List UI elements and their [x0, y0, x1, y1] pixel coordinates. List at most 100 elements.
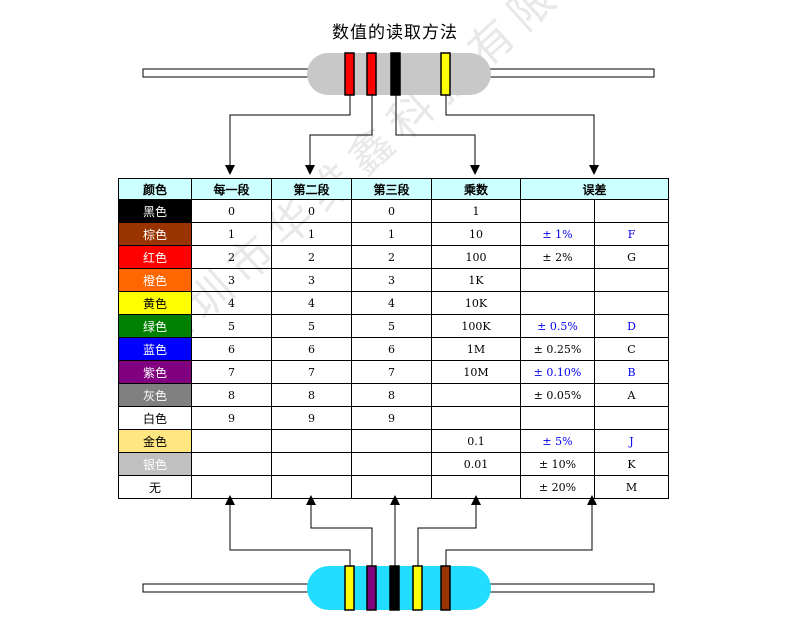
tolerance-cell: ± 5%: [520, 429, 595, 453]
third-band-cell: 8: [351, 383, 432, 407]
color-name-cell: 橙色: [118, 268, 192, 292]
color-name-cell: 蓝色: [118, 337, 192, 361]
second-band-cell: [271, 452, 352, 476]
tolerance-code-cell: [593, 268, 670, 292]
multiplier-cell: 10M: [431, 360, 521, 384]
tolerance-code-cell: G: [593, 245, 670, 269]
multiplier-cell: 0.01: [431, 452, 521, 476]
header-tolerance: 误差: [519, 178, 670, 200]
tolerance-code-cell: C: [593, 337, 670, 361]
third-band-cell: [351, 475, 432, 499]
tolerance-cell: ± 2%: [520, 245, 595, 269]
tolerance-cell: ± 0.10%: [520, 360, 595, 384]
tolerance-cell: ± 0.25%: [520, 337, 595, 361]
bottom-resistor-band-5: [440, 565, 451, 611]
top-resistor-band-4: [440, 52, 451, 96]
multiplier-cell: [431, 475, 521, 499]
first-band-cell: 1: [191, 222, 272, 246]
color-name-cell: 灰色: [118, 383, 192, 407]
tolerance-cell: [520, 268, 595, 292]
first-band-cell: [191, 475, 272, 499]
third-band-cell: 0: [351, 199, 432, 223]
tolerance-cell: [520, 291, 595, 315]
top-resistor: [142, 52, 655, 96]
third-band-cell: 5: [351, 314, 432, 338]
tolerance-cell: ± 1%: [520, 222, 595, 246]
multiplier-cell: 10K: [431, 291, 521, 315]
tolerance-cell: [520, 406, 595, 430]
second-band-cell: 4: [271, 291, 352, 315]
first-band-cell: 7: [191, 360, 272, 384]
tolerance-code-cell: A: [593, 383, 670, 407]
color-name-cell: 金色: [118, 429, 192, 453]
header-multiplier: 乘数: [431, 178, 521, 200]
second-band-cell: 8: [271, 383, 352, 407]
multiplier-cell: 1: [431, 199, 521, 223]
first-band-cell: [191, 429, 272, 453]
third-band-cell: 7: [351, 360, 432, 384]
color-name-cell: 银色: [118, 452, 192, 476]
multiplier-cell: 100: [431, 245, 521, 269]
top-resistor-band-3: [390, 52, 401, 96]
bottom-resistor-band-1: [344, 565, 355, 611]
bottom-connectors: [225, 495, 597, 568]
header-color: 颜色: [118, 178, 192, 200]
multiplier-cell: [431, 406, 521, 430]
first-band-cell: [191, 452, 272, 476]
tolerance-cell: [520, 199, 595, 223]
third-band-cell: [351, 429, 432, 453]
first-band-cell: 0: [191, 199, 272, 223]
table-row: 无± 20%M: [118, 475, 670, 499]
third-band-cell: 2: [351, 245, 432, 269]
multiplier-cell: 0.1: [431, 429, 521, 453]
second-band-cell: 1: [271, 222, 352, 246]
bottom-resistor: [142, 565, 655, 611]
second-band-cell: [271, 475, 352, 499]
color-name-cell: 白色: [118, 406, 192, 430]
tolerance-code-cell: [593, 406, 670, 430]
tolerance-code-cell: F: [593, 222, 670, 246]
bottom-resistor-band-2: [366, 565, 377, 611]
first-band-cell: 6: [191, 337, 272, 361]
first-band-cell: 4: [191, 291, 272, 315]
header-third-band: 第三段: [351, 178, 432, 200]
color-name-cell: 紫色: [118, 360, 192, 384]
second-band-cell: 2: [271, 245, 352, 269]
second-band-cell: 0: [271, 199, 352, 223]
tolerance-code-cell: [593, 291, 670, 315]
top-resistor-band-2: [366, 52, 377, 96]
tolerance-cell: ± 0.05%: [520, 383, 595, 407]
color-name-cell: 无: [118, 475, 192, 499]
multiplier-cell: 10: [431, 222, 521, 246]
tolerance-code-cell: J: [593, 429, 670, 453]
tolerance-code-cell: D: [593, 314, 670, 338]
third-band-cell: 9: [351, 406, 432, 430]
first-band-cell: 9: [191, 406, 272, 430]
color-name-cell: 棕色: [118, 222, 192, 246]
second-band-cell: [271, 429, 352, 453]
color-name-cell: 黑色: [118, 199, 192, 223]
header-second-band: 第二段: [271, 178, 352, 200]
bottom-resistor-band-3: [389, 565, 400, 611]
second-band-cell: 9: [271, 406, 352, 430]
multiplier-cell: 1K: [431, 268, 521, 292]
third-band-cell: 4: [351, 291, 432, 315]
third-band-cell: 6: [351, 337, 432, 361]
second-band-cell: 5: [271, 314, 352, 338]
second-band-cell: 7: [271, 360, 352, 384]
diagram-title: 数值的读取方法: [332, 23, 458, 43]
tolerance-code-cell: K: [593, 452, 670, 476]
multiplier-cell: [431, 383, 521, 407]
color-name-cell: 黄色: [118, 291, 192, 315]
